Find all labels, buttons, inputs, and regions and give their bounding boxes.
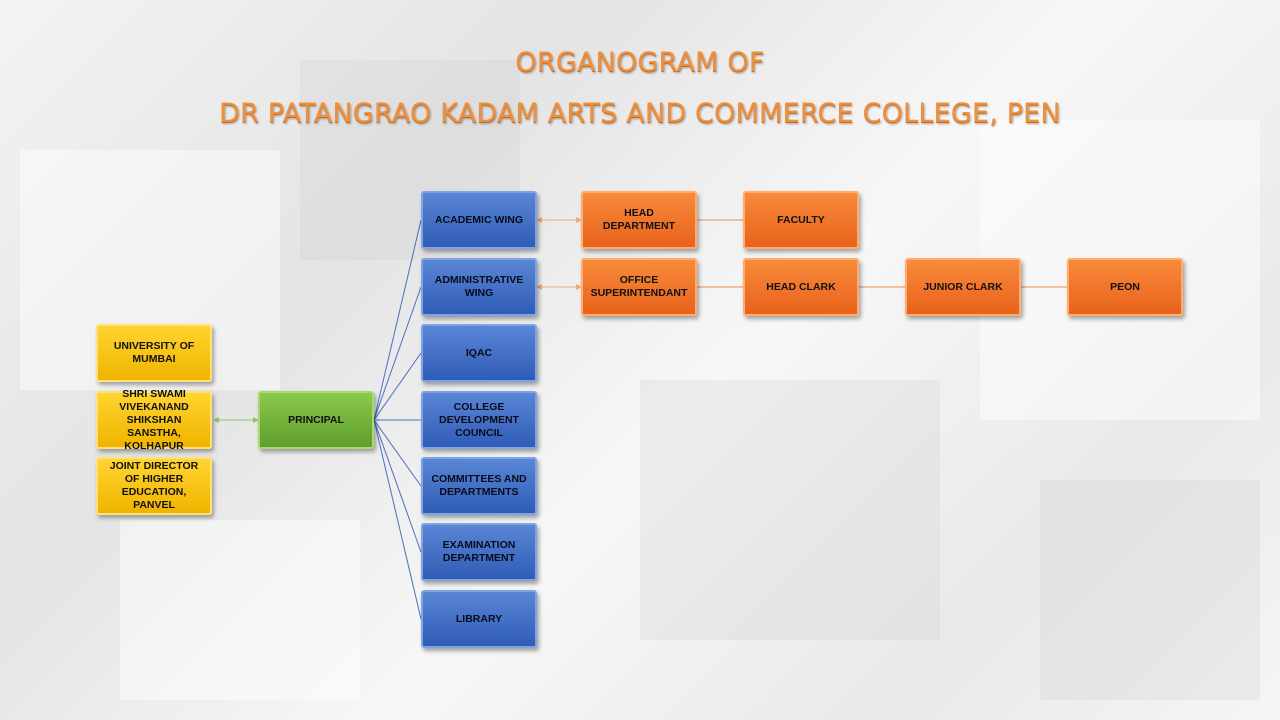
line-to-administrative-wing <box>373 286 422 421</box>
line-to-examination <box>373 419 422 553</box>
box-examination-department: EXAMINATION DEPARTMENT <box>421 523 537 581</box>
background-shape <box>640 380 940 640</box>
box-office-superintendant: OFFICE SUPERINTENDANT <box>581 258 697 316</box>
box-head-clark: HEAD CLARK <box>743 258 859 316</box>
box-peon: PEON <box>1067 258 1183 316</box>
box-committees-and-departments: COMMITTEES AND DEPARTMENTS <box>421 457 537 515</box>
box-university-of-mumbai: UNIVERSITY OF MUMBAI <box>96 324 212 382</box>
box-library: LIBRARY <box>421 590 537 648</box>
principal-to-wings-lines <box>373 219 422 620</box>
title-line-1: ORGANOGRAM OF <box>515 47 765 78</box>
title-line-2: DR PATANGRAO KADAM ARTS AND COMMERCE COL… <box>219 98 1061 129</box>
line-to-iqac <box>373 352 422 421</box>
line-to-academic-wing <box>373 219 422 421</box>
box-joint-director: JOINT DIRECTOR OF HIGHER EDUCATION, PANV… <box>96 457 212 515</box>
box-iqac: IQAC <box>421 324 537 382</box>
box-junior-clark: JUNIOR CLARK <box>905 258 1021 316</box>
box-principal: PRINCIPAL <box>258 391 374 449</box>
box-administrative-wing: ADMINISTRATIVE WING <box>421 258 537 316</box>
background-shape <box>120 520 360 700</box>
box-college-development-council: COLLEGE DEVELOPMENT COUNCIL <box>421 391 537 449</box>
box-shikshan-sanstha: SHRI SWAMI VIVEKANAND SHIKSHAN SANSTHA, … <box>96 388 212 452</box>
line-to-committees <box>373 419 422 487</box>
box-head-department: HEAD DEPARTMENT <box>581 191 697 249</box>
box-academic-wing: ACADEMIC WING <box>421 191 537 249</box>
line-to-library <box>373 419 422 620</box>
box-faculty: FACULTY <box>743 191 859 249</box>
background-shape <box>1040 480 1260 700</box>
staff-chain-lines <box>697 219 1067 288</box>
